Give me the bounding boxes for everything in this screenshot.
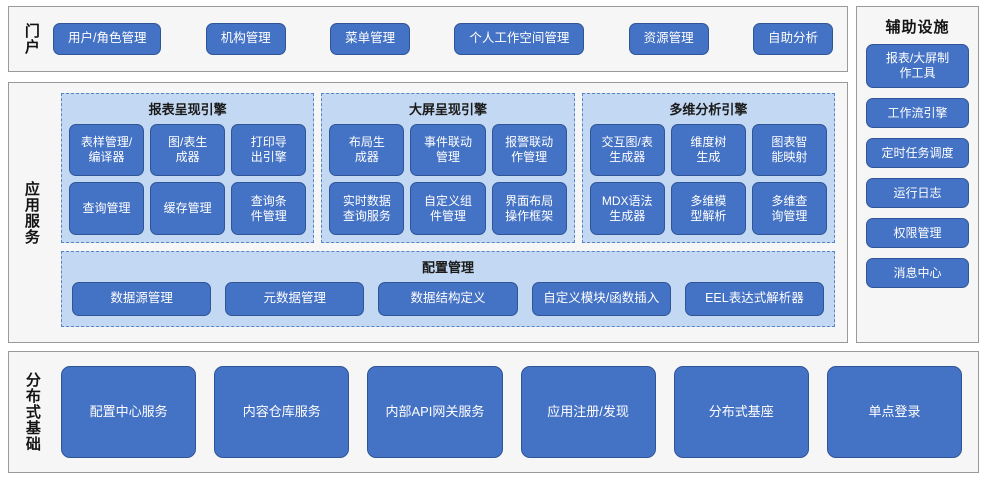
config-item-eel-expression-parser[interactable]: EEL表达式解析器 (684, 281, 825, 316)
engine-item-dimension-tree-generation[interactable]: 维度树 生成 (670, 123, 746, 177)
portal-section-label: 门户 (22, 23, 40, 55)
dist-item-single-sign-on[interactable]: 单点登录 (826, 366, 963, 458)
portal-item-personal-workspace-management[interactable]: 个人工作空间管理 (454, 23, 585, 55)
config-item-datasource-management[interactable]: 数据源管理 (72, 281, 212, 316)
engine-item-chart-intelligent-mapping[interactable]: 图表智 能映射 (751, 123, 827, 177)
engine-item-print-export-engine[interactable]: 打印导 出引擎 (231, 123, 307, 177)
engine-title-report-rendering: 报表呈现引擎 (148, 102, 227, 117)
config-item-data-structure-definition[interactable]: 数据结构定义 (378, 281, 518, 316)
engine-item-mdx-syntax-generator[interactable]: MDX语法 生成器 (589, 182, 665, 235)
dist-item-application-registry-discovery[interactable]: 应用注册/发现 (520, 366, 656, 458)
engine-item-chart-table-generator[interactable]: 图/表生 成器 (150, 123, 226, 177)
configuration-management-title: 配置管理 (421, 260, 474, 275)
aux-item-message-center[interactable]: 消息中心 (866, 258, 969, 288)
dist-item-internal-api-gateway-service[interactable]: 内部API网关服务 (367, 366, 503, 458)
engine-item-cache-management[interactable]: 缓存管理 (150, 182, 226, 235)
aux-item-workflow-engine[interactable]: 工作流引擎 (866, 98, 969, 128)
dist-item-distributed-base[interactable]: 分布式基座 (673, 366, 809, 458)
portal-item-user-role-management[interactable]: 用户/角色管理 (53, 23, 162, 55)
engine-panel-multidimensional-analysis: 多维分析引擎 交互图/表 生成器 维度树 生成 图表智 能映射 MDX语法 生成… (581, 93, 835, 243)
configuration-management-panel: 配置管理 数据源管理 元数据管理 数据结构定义 自定义模块/函数插入 EEL表达… (61, 251, 835, 327)
left-column: 门户 用户/角色管理 机构管理 菜单管理 个人工作空间管理 资源管理 自助分析 … (8, 6, 848, 343)
engine-grid-multidimensional-analysis: 交互图/表 生成器 维度树 生成 图表智 能映射 MDX语法 生成器 多维模 型… (589, 123, 827, 235)
configuration-management-row: 数据源管理 元数据管理 数据结构定义 自定义模块/函数插入 EEL表达式解析器 (72, 279, 825, 318)
engine-item-interactive-chart-table-generator[interactable]: 交互图/表 生成器 (589, 123, 665, 177)
engine-item-multidimensional-query-management[interactable]: 多维查 询管理 (751, 182, 827, 235)
dist-item-content-repository-service[interactable]: 内容仓库服务 (214, 366, 350, 458)
engine-panel-row: 报表呈现引擎 表样管理/ 编译器 图/表生 成器 打印导 出引擎 查询管理 缓存… (61, 93, 835, 243)
aux-item-report-large-screen-authoring-tool[interactable]: 报表/大屏制 作工具 (866, 44, 969, 88)
engine-item-alarm-linkage-action-management[interactable]: 报警联动 作管理 (491, 123, 567, 177)
engine-title-large-screen-rendering: 大屏呈现引擎 (408, 102, 487, 117)
distributed-foundation-button-row: 配置中心服务 内容仓库服务 内部API网关服务 应用注册/发现 分布式基座 单点… (55, 352, 978, 472)
engine-item-event-linkage-management[interactable]: 事件联动 管理 (410, 123, 486, 177)
engine-grid-large-screen-rendering: 布局生 成器 事件联动 管理 报警联动 作管理 实时数据 查询服务 自定义组 件… (329, 123, 567, 235)
aux-item-runtime-log[interactable]: 运行日志 (866, 178, 969, 208)
portal-button-row: 用户/角色管理 机构管理 菜单管理 个人工作空间管理 资源管理 自助分析 (53, 23, 847, 55)
auxiliary-facilities-list: 报表/大屏制 作工具 工作流引擎 定时任务调度 运行日志 权限管理 消息中心 (866, 44, 969, 334)
application-service-section-label: 应用服务 (22, 180, 40, 245)
auxiliary-facilities-section: 辅助设施 报表/大屏制 作工具 工作流引擎 定时任务调度 运行日志 权限管理 消… (856, 6, 979, 343)
engine-grid-report-rendering: 表样管理/ 编译器 图/表生 成器 打印导 出引擎 查询管理 缓存管理 查询条 … (69, 123, 307, 235)
engine-title-multidimensional-analysis: 多维分析引擎 (669, 102, 748, 117)
portal-item-organization-management[interactable]: 机构管理 (205, 23, 286, 55)
engine-item-custom-component-management[interactable]: 自定义组 件管理 (410, 182, 486, 235)
config-item-custom-module-function-insertion[interactable]: 自定义模块/函数插入 (531, 281, 671, 316)
config-item-metadata-management[interactable]: 元数据管理 (225, 281, 365, 316)
distributed-foundation-section: 分布式基础 配置中心服务 内容仓库服务 内部API网关服务 应用注册/发现 分布… (8, 351, 979, 473)
engine-item-layout-generator[interactable]: 布局生 成器 (329, 123, 405, 177)
application-service-section: 应用服务 报表呈现引擎 表样管理/ 编译器 图/表生 成器 打印导 出引擎 查询… (8, 82, 848, 343)
right-column: 辅助设施 报表/大屏制 作工具 工作流引擎 定时任务调度 运行日志 权限管理 消… (856, 6, 979, 343)
aux-item-scheduled-task-scheduling[interactable]: 定时任务调度 (866, 138, 969, 168)
engine-item-multidimensional-model-parsing[interactable]: 多维模 型解析 (670, 182, 746, 235)
portal-section: 门户 用户/角色管理 机构管理 菜单管理 个人工作空间管理 资源管理 自助分析 (8, 6, 848, 72)
engine-item-query-management[interactable]: 查询管理 (69, 182, 145, 235)
top-region: 门户 用户/角色管理 机构管理 菜单管理 个人工作空间管理 资源管理 自助分析 … (8, 6, 979, 343)
dist-item-config-center-service[interactable]: 配置中心服务 (61, 366, 197, 458)
portal-item-resource-management[interactable]: 资源管理 (628, 23, 709, 55)
engine-item-ui-layout-operation-framework[interactable]: 界面布局 操作框架 (491, 182, 567, 235)
engine-panel-large-screen-rendering: 大屏呈现引擎 布局生 成器 事件联动 管理 报警联动 作管理 实时数据 查询服务… (321, 93, 575, 243)
portal-item-self-service-analysis[interactable]: 自助分析 (752, 23, 833, 55)
aux-item-permission-management[interactable]: 权限管理 (866, 218, 969, 248)
engine-item-realtime-data-query-service[interactable]: 实时数据 查询服务 (329, 182, 405, 235)
engine-item-report-template-compiler[interactable]: 表样管理/ 编译器 (69, 123, 145, 177)
auxiliary-facilities-title: 辅助设施 (885, 19, 950, 36)
engine-item-query-condition-management[interactable]: 查询条 件管理 (231, 182, 307, 235)
portal-item-menu-management[interactable]: 菜单管理 (330, 23, 411, 55)
application-service-content: 报表呈现引擎 表样管理/ 编译器 图/表生 成器 打印导 出引擎 查询管理 缓存… (53, 83, 847, 342)
engine-panel-report-rendering: 报表呈现引擎 表样管理/ 编译器 图/表生 成器 打印导 出引擎 查询管理 缓存… (61, 93, 315, 243)
distributed-foundation-section-label: 分布式基础 (23, 372, 41, 452)
